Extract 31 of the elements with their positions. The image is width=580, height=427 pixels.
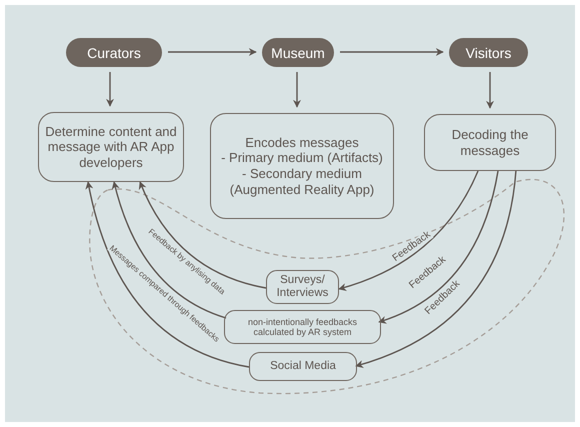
- feedback-source-box: [266, 270, 339, 304]
- role-pill: [66, 38, 162, 67]
- node-text: Determine content and message with AR App developers: [45, 124, 177, 170]
- arrow: [338, 170, 479, 291]
- process-box: [38, 112, 184, 182]
- node-text: Decoding the messages: [450, 126, 530, 158]
- node-text: - Secondary medium (Augmented Reality App): [228, 166, 376, 198]
- arrow: [340, 48, 444, 56]
- node-text: non-intentionally feedbacks calculated by AR system: [246, 316, 358, 338]
- arrow: [378, 170, 499, 324]
- feedback-source-box: [249, 352, 357, 381]
- arrow: [106, 72, 114, 107]
- node-text: Museum: [271, 44, 325, 60]
- node-text: Encodes messages: [245, 134, 359, 150]
- feedback-source-box: [224, 310, 381, 344]
- node-text: Surveys/ Interviews: [276, 274, 330, 300]
- role-pill: [262, 38, 334, 67]
- arrow: [355, 170, 517, 368]
- arrow: [168, 48, 257, 56]
- node-text: Curators: [87, 44, 141, 60]
- role-pill: [449, 38, 528, 67]
- arrow: [293, 72, 301, 108]
- node-text: Visitors: [466, 44, 512, 60]
- node-text: - Primary medium (Artifacts): [221, 150, 383, 166]
- arrow: [112, 181, 226, 319]
- process-box: [210, 113, 394, 219]
- process-box: [424, 114, 556, 171]
- arrow: [486, 72, 494, 109]
- node-text: Social Media: [270, 360, 336, 374]
- arrow: [139, 181, 266, 289]
- arrow: [86, 181, 250, 368]
